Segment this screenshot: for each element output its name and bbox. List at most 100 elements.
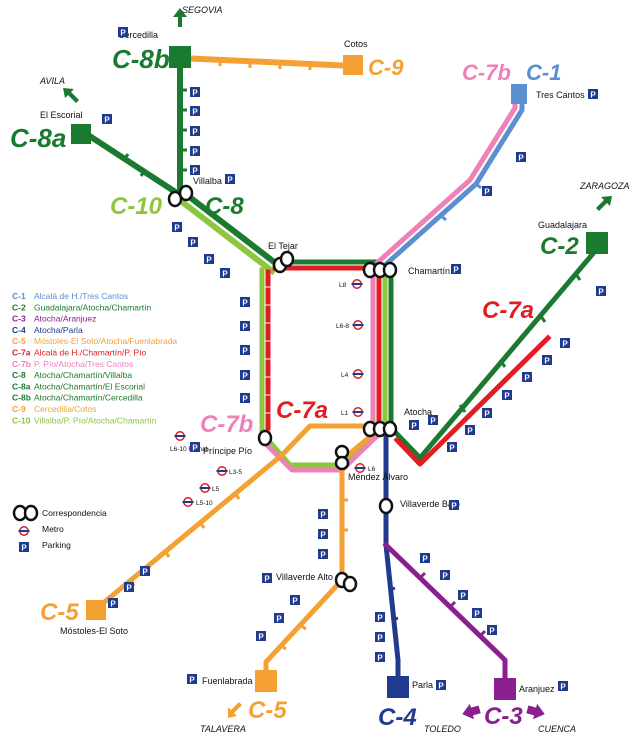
metro-icon xyxy=(198,482,212,494)
parking-icon xyxy=(124,582,134,593)
tick xyxy=(139,169,147,177)
legend-description: Cercedilla/Cotos xyxy=(34,404,96,414)
parking-icon xyxy=(588,89,598,100)
legend-description: Alcalá de H./Chamartín/P. Pío xyxy=(34,348,147,358)
parking-icon xyxy=(522,372,532,383)
legend-description: Atocha/Chamartín/Cercedilla xyxy=(34,393,143,403)
legend-code: C-8a xyxy=(12,381,31,391)
tick xyxy=(573,272,582,281)
parking-icon xyxy=(472,608,482,619)
line-c10-trunk xyxy=(172,193,277,276)
parking-icon xyxy=(240,345,250,356)
parking-icon xyxy=(375,632,385,643)
parking-icon xyxy=(204,254,214,265)
line-code-label: C-7a xyxy=(276,397,328,424)
tick xyxy=(299,623,307,631)
terminal-aranjuez xyxy=(494,678,516,700)
parking-icon xyxy=(375,612,385,623)
legend-description: P. Pío/Atocha/Tres Cantos xyxy=(34,359,133,369)
interchange-mendez-alvaro xyxy=(334,444,350,471)
arrow-southwest-icon xyxy=(228,702,242,718)
parking-icon xyxy=(409,420,419,431)
tick xyxy=(163,550,171,558)
parking-icon xyxy=(482,408,492,419)
legend-code: C-5 xyxy=(12,336,26,346)
parking-icon xyxy=(487,625,497,636)
direction-label: CUENCA xyxy=(538,724,576,734)
station-name: El Tejar xyxy=(268,241,298,251)
metro-icon xyxy=(351,406,365,418)
legend-description: Atocha/Aranjuez xyxy=(34,314,96,324)
parking-icon xyxy=(190,106,200,117)
line-code-label: C-10 xyxy=(110,193,163,220)
parking-icon xyxy=(240,393,250,404)
line-c5-link xyxy=(278,423,381,459)
station-name: Príncipe Pío xyxy=(203,446,252,456)
line-code-label: C-5 xyxy=(40,599,79,626)
parking-icon xyxy=(482,186,492,197)
parking-icon xyxy=(318,529,328,540)
parking-icon xyxy=(190,146,200,157)
legend-description: Atocha/Chamartín/El Escorial xyxy=(34,381,145,391)
parking-icon xyxy=(240,321,250,332)
parking-icon xyxy=(596,286,606,297)
tick xyxy=(279,643,287,651)
direction-label: SEGOVIA xyxy=(182,5,223,15)
parking-icon xyxy=(458,590,468,601)
parking-icon xyxy=(256,631,266,642)
line-code-label: C-1 xyxy=(526,60,561,85)
parking-icon xyxy=(274,613,284,624)
line-code-label: C-2 xyxy=(540,233,579,260)
tick xyxy=(538,314,547,323)
metro-label: L4 xyxy=(341,372,349,379)
legend-code: C-8 xyxy=(12,370,26,380)
legend-symbol-label: Parking xyxy=(42,540,71,550)
tick xyxy=(458,404,467,413)
legend-description: Atocha/Parla xyxy=(34,325,83,335)
tick xyxy=(198,521,206,529)
interchange-el-tejar xyxy=(272,250,295,274)
station-name: Tres Cantos xyxy=(536,90,585,100)
parking-icon: P xyxy=(19,542,29,552)
arrow-north-icon xyxy=(173,8,187,27)
line-code-label: C-8 xyxy=(205,193,244,220)
line-c5-west xyxy=(92,451,286,613)
parking-icon xyxy=(220,268,230,279)
tick xyxy=(439,213,447,222)
legend-code: C-4 xyxy=(12,325,26,335)
line-c8-trunk xyxy=(178,187,283,270)
metro-label: L1 xyxy=(341,410,349,417)
legend-code: C-10 xyxy=(12,415,31,425)
station-name: Fuenlabrada xyxy=(202,676,253,686)
interchange-chamartin xyxy=(362,261,398,279)
station-name: Cotos xyxy=(344,39,368,49)
line-code-label: C-8b xyxy=(112,44,170,74)
parking-icon xyxy=(190,87,200,98)
parking-icon xyxy=(118,27,128,38)
correspondencia-icon xyxy=(12,504,39,522)
terminal-guadalajara xyxy=(586,232,608,254)
tick xyxy=(448,600,457,609)
parking-icon xyxy=(318,549,328,560)
station-name: Chamartín xyxy=(408,266,450,276)
metro-icon xyxy=(215,465,229,477)
metro-icon xyxy=(351,368,365,380)
terminal-mostoles xyxy=(86,600,106,620)
direction-label: ZARAGOZA xyxy=(579,181,630,191)
parking-icon xyxy=(318,509,328,520)
parking-icon xyxy=(502,390,512,401)
parking-icon xyxy=(428,415,438,426)
parking-icon xyxy=(188,237,198,248)
parking-icon xyxy=(240,297,250,308)
line-code-label: C-3 xyxy=(484,703,523,730)
legend-code: C-9 xyxy=(12,404,26,414)
tick xyxy=(391,616,399,622)
terminal-tres-cantos xyxy=(511,84,527,104)
interchange-villaverde-bajo xyxy=(378,497,394,515)
terminal-cotos xyxy=(343,55,363,75)
station-name: Atocha xyxy=(404,407,432,417)
station-name: Villaverde Bajo xyxy=(400,499,460,509)
metro-label: L6-10 Ramal xyxy=(170,446,208,453)
